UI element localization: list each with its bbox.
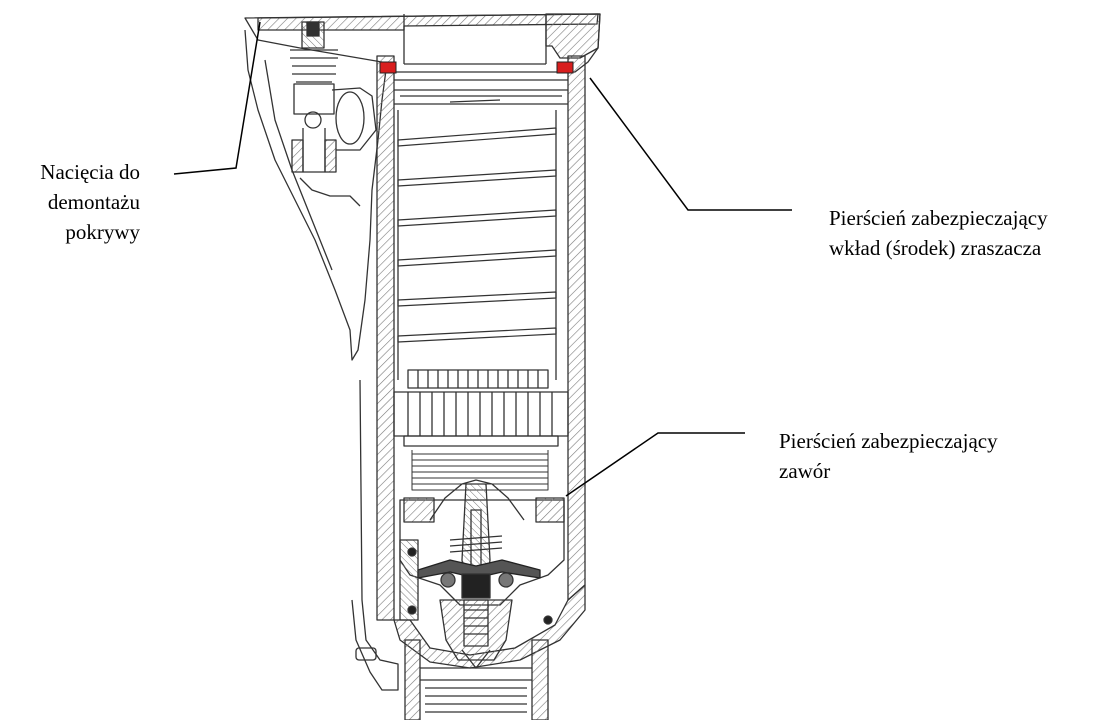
label-cap-line-1: Nacięcia do — [40, 160, 140, 184]
leader-cartridge-ring — [589, 77, 792, 211]
lower-left-latch — [355, 647, 377, 661]
inlet-outer-left — [404, 639, 421, 720]
label-cap-notches: Nacięcia do demontażu pokrywy — [0, 157, 140, 247]
top-bearing-ring — [394, 79, 568, 105]
gear-comb-teeth — [417, 370, 539, 388]
label-valve-line-2: zawór — [779, 459, 831, 483]
leader-cap-notches — [173, 21, 261, 175]
spring — [397, 127, 557, 343]
nozzle-body — [293, 83, 335, 115]
inlet-throat — [420, 667, 532, 681]
valve-lower-body — [439, 599, 513, 661]
retaining-ring-left-red — [379, 61, 397, 74]
nozzle-flange-ring — [335, 91, 365, 145]
label-cartridge-line-2: wkład (środek) zraszacza — [829, 236, 1042, 260]
lower-left-tab — [351, 379, 399, 691]
nozzle-stem-hatch — [291, 139, 304, 173]
inlet-threads — [425, 687, 527, 713]
nozzle-threads — [290, 49, 338, 83]
left-side-seal-block — [399, 539, 419, 621]
nozzle-ball — [304, 111, 322, 129]
label-cap-line-2: demontażu — [47, 190, 140, 214]
leader-valve-ring — [565, 432, 745, 497]
valve-right-block — [535, 497, 565, 523]
label-cap-line-3: pokrywy — [65, 220, 140, 244]
retaining-ring-right-red — [556, 61, 574, 74]
nozzle-stem-hatch-2 — [324, 139, 337, 173]
o-ring-upper — [407, 547, 417, 557]
inlet-outer-right — [531, 639, 549, 720]
label-cartridge-line-1: Pierścień zabezpieczający — [829, 206, 1048, 230]
valve-nut — [461, 573, 491, 599]
body-left-wall — [376, 55, 395, 621]
gear-ring-teeth — [407, 392, 553, 436]
valve-spring — [449, 535, 503, 553]
label-valve-ring: Pierścień zabezpieczający zawór — [779, 426, 998, 486]
side-tube — [299, 177, 361, 207]
side-arm-outline — [244, 29, 387, 361]
valve-bolt-right — [498, 572, 514, 588]
cap-right-hatch — [545, 13, 601, 59]
valve-plunger-threads — [464, 609, 488, 635]
gear-ring-base — [403, 435, 559, 447]
top-bearing-accent — [449, 99, 501, 103]
nozzle-insert — [306, 21, 320, 37]
nozzle-stem — [302, 128, 326, 173]
valve-left-block — [403, 497, 435, 523]
label-cartridge-ring: Pierścień zabezpieczający wkład (środek)… — [829, 203, 1048, 263]
o-ring-right — [543, 615, 553, 625]
o-ring-lower — [407, 605, 417, 615]
body-right-wall — [567, 55, 586, 601]
valve-dome — [429, 479, 525, 521]
nozzle-flange — [331, 87, 377, 151]
label-valve-line-1: Pierścień zabezpieczający — [779, 429, 998, 453]
valve-bolt-left — [440, 572, 456, 588]
valve-plunger — [463, 599, 489, 647]
valve-diaphragm — [417, 559, 541, 579]
